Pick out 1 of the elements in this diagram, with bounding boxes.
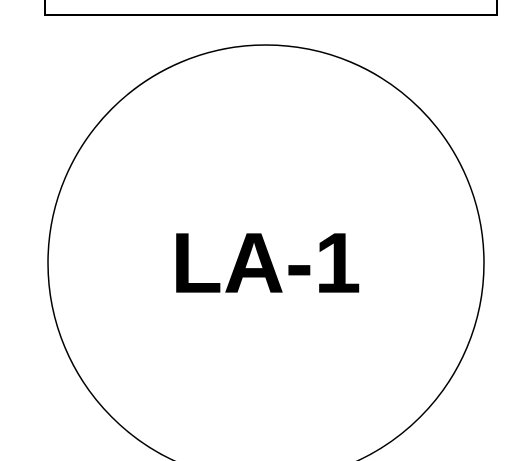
empty-box — [44, 0, 498, 16]
